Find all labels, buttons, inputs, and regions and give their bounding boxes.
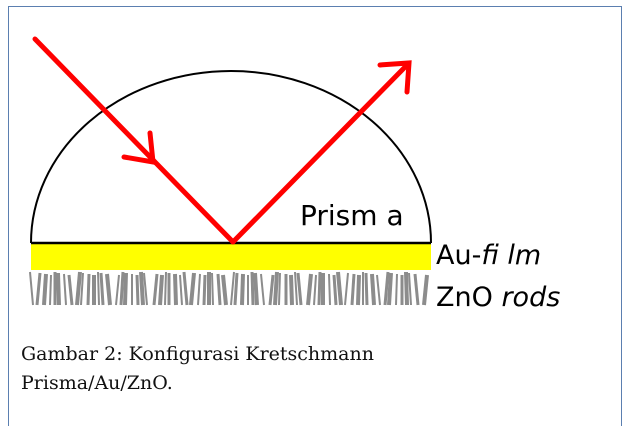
zno-rod (123, 272, 128, 306)
caption-line-1: Gambar 2: Konfigurasi Kretschmann (21, 343, 374, 365)
zno-rod (221, 274, 228, 306)
zno-rod (29, 271, 34, 306)
zno-rod (268, 274, 275, 306)
zno-rod (86, 273, 91, 306)
zno-rod (387, 272, 393, 306)
zno-rods-label-italic: rods (501, 282, 560, 313)
zno-rod (42, 273, 48, 306)
zno-rod (35, 272, 42, 306)
zno-rod (182, 271, 189, 306)
zno-rod (240, 273, 245, 306)
zno-rod (273, 271, 279, 306)
zno-rod (306, 273, 313, 306)
zno-rod (422, 274, 429, 306)
zno-rod (135, 274, 140, 306)
zno-rod (67, 274, 74, 306)
zno-rod (164, 271, 167, 306)
zno-rod (202, 274, 207, 306)
zno-rod (143, 272, 148, 306)
zno-rods-label: ZnO rods (436, 282, 560, 313)
zno-rod (197, 273, 201, 306)
zno-rod (356, 274, 361, 306)
zno-rod (158, 274, 164, 306)
figure-frame (8, 6, 622, 426)
figure-caption: Gambar 2: Konfigurasi Kretschmann Prisma… (21, 340, 481, 398)
au-film-layer (31, 244, 431, 270)
zno-rod (350, 273, 356, 306)
zno-rod (413, 273, 420, 306)
zno-rod (80, 272, 84, 306)
zno-rod (56, 272, 61, 306)
zno-rod (179, 274, 183, 306)
zno-rod (404, 271, 409, 306)
au-film-label: Au-fi lm (436, 240, 541, 271)
zno-rod (376, 274, 381, 306)
zno-rod (332, 274, 338, 306)
zno-rod (364, 272, 369, 306)
zno-rod (289, 274, 294, 306)
zno-rod (370, 273, 376, 306)
caption-line-2: Prisma/Au/ZnO. (21, 372, 173, 394)
zno-rod (278, 272, 281, 306)
incident-arrowhead (121, 130, 156, 166)
zno-rod (139, 271, 145, 306)
prism-outline (30, 70, 432, 244)
zno-rod (189, 272, 196, 306)
zno-rod (253, 272, 259, 306)
reflected-ray (230, 61, 411, 245)
zno-rod (233, 272, 239, 306)
prism-label: Prism a (300, 199, 404, 232)
zno-rod (105, 273, 112, 306)
zno-rod (383, 271, 390, 306)
au-film-label-prefix: Au- (436, 240, 481, 271)
zno-rod (250, 271, 255, 306)
zno-rod (49, 274, 52, 306)
reflected-arrowhead (377, 60, 412, 95)
zno-rod (260, 273, 265, 306)
zno-rod (119, 271, 125, 306)
zno-rod (115, 274, 120, 306)
zno-rod (344, 272, 349, 306)
zno-rod (75, 271, 82, 306)
zno-rods-label-prefix: ZnO (436, 282, 501, 313)
zno-rod (395, 273, 398, 306)
zno-rod (408, 272, 412, 306)
zno-rod (216, 273, 222, 306)
zno-rod (63, 273, 67, 306)
incident-ray (32, 36, 236, 245)
zno-rods (29, 271, 429, 306)
zno-rod (328, 273, 331, 306)
zno-rod (211, 272, 214, 306)
zno-rod (317, 271, 322, 306)
zno-rod (152, 273, 159, 306)
zno-rod (230, 271, 235, 306)
zno-rod (97, 271, 100, 306)
zno-rod (294, 271, 298, 306)
zno-rod (313, 274, 317, 306)
zno-rod (99, 272, 105, 306)
zno-rod (336, 271, 343, 306)
zno-rod (296, 272, 303, 306)
zno-rod (173, 273, 178, 306)
au-film-label-italic: fi lm (481, 240, 541, 271)
